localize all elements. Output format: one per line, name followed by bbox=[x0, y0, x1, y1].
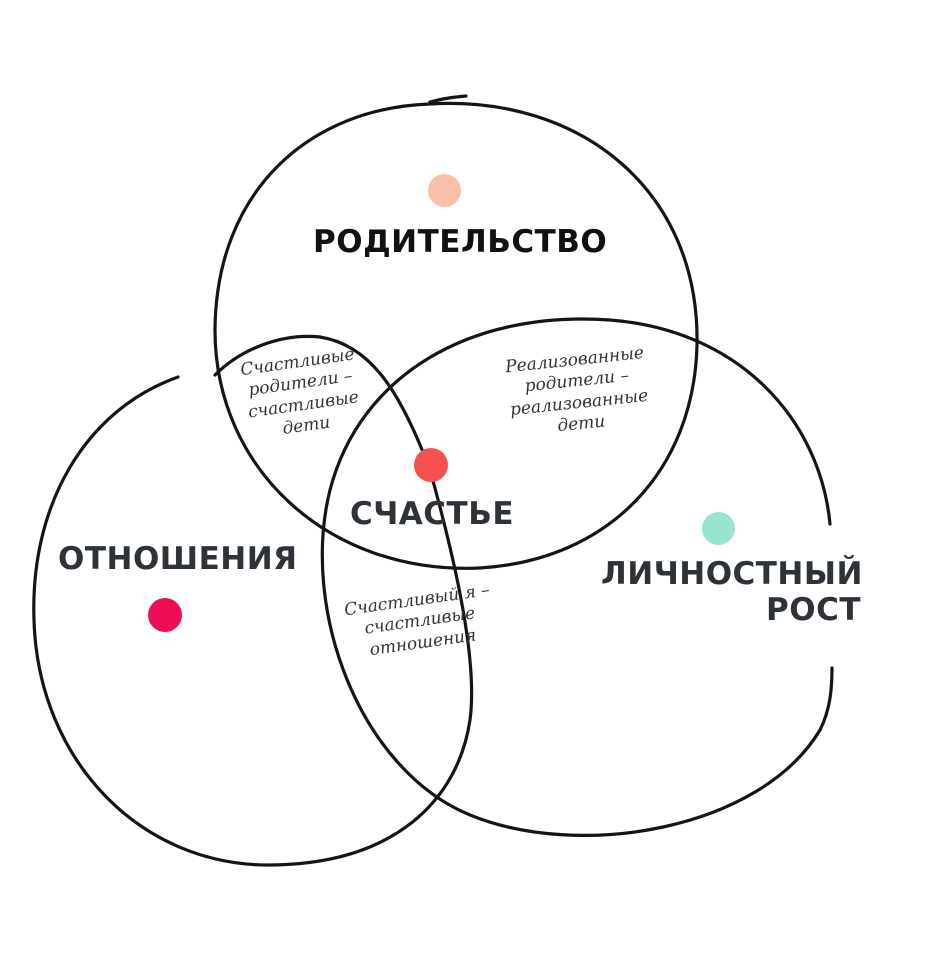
label-growth-line2: РОСТ bbox=[766, 592, 861, 628]
label-relations: ОТНОШЕНИЯ bbox=[58, 541, 298, 577]
parenting-dot bbox=[428, 174, 461, 207]
circle-growth bbox=[320, 317, 834, 837]
center-dot bbox=[414, 448, 448, 482]
label-center: СЧАСТЬЕ bbox=[350, 496, 514, 532]
label-growth-line1: ЛИЧНОСТНЫЙ bbox=[601, 556, 863, 592]
circle-parenting-tail bbox=[428, 94, 468, 104]
growth-dot bbox=[702, 512, 735, 545]
label-parenting: РОДИТЕЛЬСТВО bbox=[313, 224, 608, 260]
relations-dot bbox=[148, 598, 182, 632]
circle-parenting bbox=[213, 101, 699, 570]
